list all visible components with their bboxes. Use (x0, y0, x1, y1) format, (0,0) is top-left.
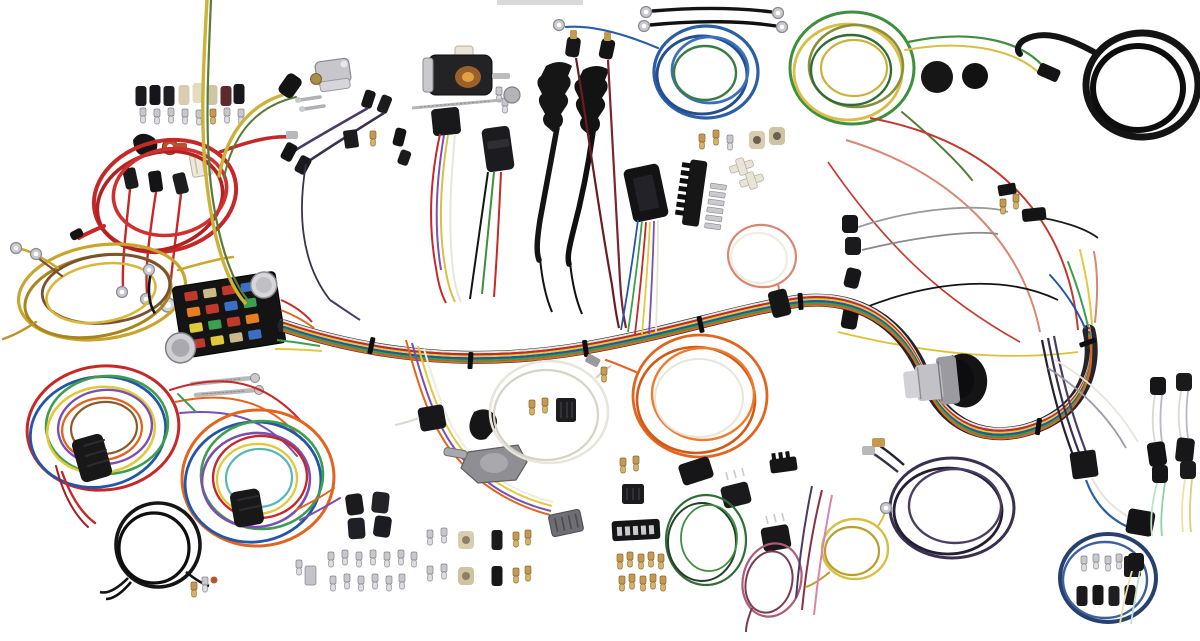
small-comb-connector (769, 451, 798, 474)
bottom-center-kit (611, 455, 667, 592)
fuse-block-terminal-comb (674, 159, 708, 227)
tan-socket-kit-rows (426, 527, 532, 586)
front-lighting-wires (827, 117, 1099, 357)
main-harness-trunk (277, 249, 1099, 441)
floor-pigtail-connector (394, 404, 447, 432)
wire-bundle-coil-right (177, 393, 341, 548)
loom-sleeve-yellow-green (201, 0, 302, 305)
bulkhead-connector (620, 163, 669, 335)
yellow-wire-coil (1, 241, 235, 342)
misc-center-wires (301, 163, 583, 321)
socket-pigtails-right (1119, 373, 1196, 625)
relay-pigtail (469, 125, 515, 300)
black-pigtail-loop (99, 501, 218, 601)
red-lead-pigtails (115, 167, 189, 313)
orange-wire-coil (604, 333, 769, 459)
column-connector-gray (548, 508, 584, 538)
blue-cable-ring-kit (1058, 532, 1158, 624)
tan-bulb-sockets (698, 127, 785, 151)
red-battery-cable-coil (69, 131, 298, 255)
crimp-terminal-strip (704, 182, 727, 231)
headlight-switch-pigtail (430, 107, 462, 304)
headlight-switch (422, 45, 521, 104)
headlight-switch-rod (411, 98, 503, 110)
right-branch-harness (1040, 335, 1156, 537)
purple-wire-loop (862, 438, 1016, 560)
loose-terminal-parts (343, 86, 509, 166)
photo-edge-artifact (497, 0, 583, 5)
wire-bundle-coil-left (25, 364, 303, 528)
chrome-accessory-switch (310, 57, 352, 93)
rubber-grommets (921, 61, 988, 93)
tail-wire-strands (795, 485, 833, 616)
fuse-panel-with-flashers (142, 262, 286, 364)
ground-straps (637, 5, 789, 34)
ignition-switch (903, 353, 988, 408)
pink-wire-loop-pigtail (741, 512, 803, 633)
pink-white-wire-loop (726, 223, 798, 318)
green-wire-loop-pigtail (664, 456, 752, 587)
cap-and-terminal-assortment (135, 83, 245, 126)
crimp-terminal-set-rows (295, 549, 418, 592)
black-cable-coil (1014, 29, 1200, 141)
center-terminal-kit (528, 397, 576, 422)
blue-wire-coil (552, 18, 760, 120)
dimmer-switch (443, 444, 528, 484)
trunk-end-wires (1049, 249, 1099, 329)
brass-crimp-rows (616, 551, 667, 592)
clear-wire-loop (488, 353, 612, 465)
connector-cap-set-2x2 (345, 491, 392, 540)
bullet-connector-pair (565, 30, 628, 329)
accordion-firewall-boots (534, 62, 609, 267)
white-t-connectors (729, 157, 764, 190)
long-mounting-screws (189, 373, 264, 398)
green-yellow-wire-coil (788, 10, 1061, 181)
purple-jumper-wires (280, 89, 393, 175)
small-mounting-screws (295, 95, 326, 112)
